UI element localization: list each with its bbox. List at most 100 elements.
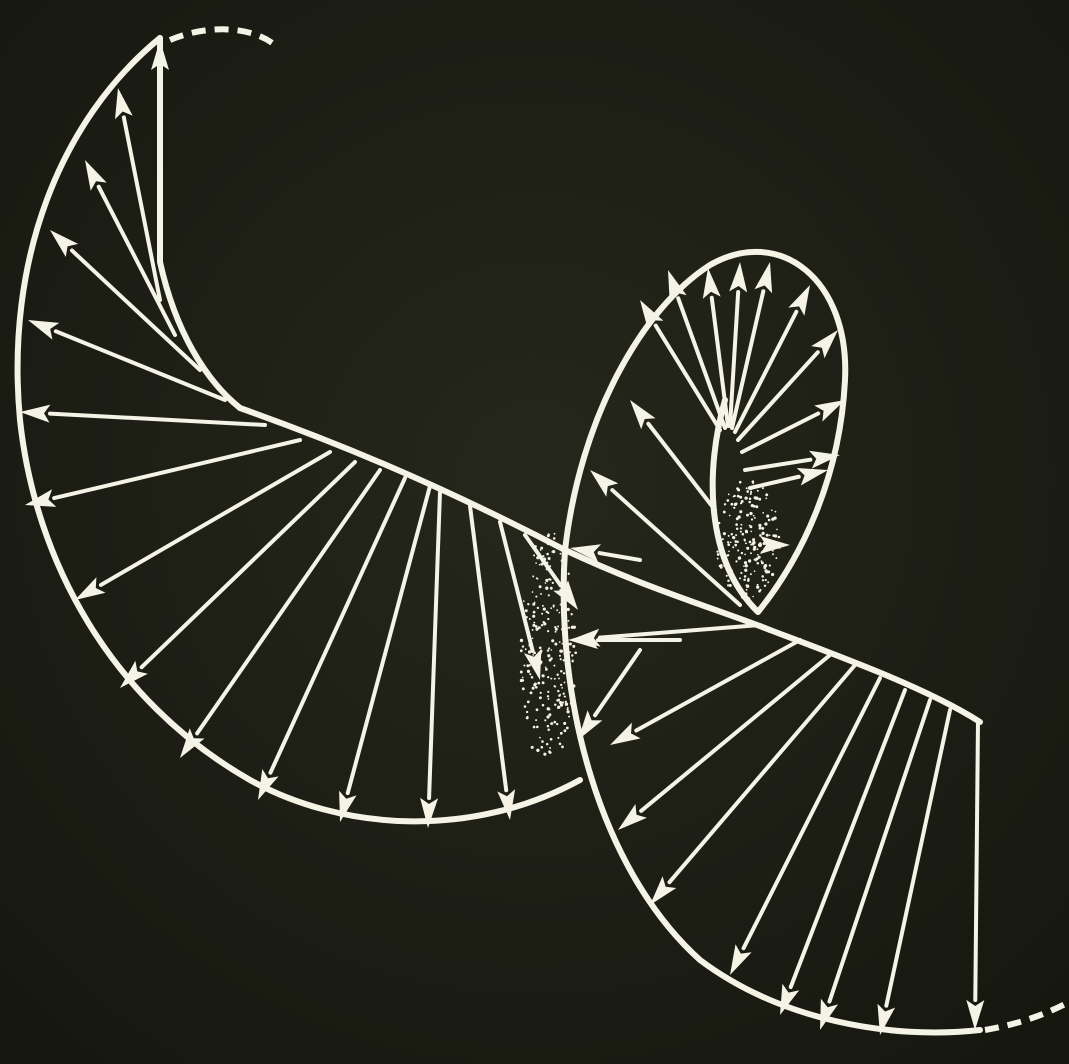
stipple-dot [746,547,749,550]
stipple-dot [732,536,735,539]
stipple-dot [525,609,528,612]
stipple-dot [762,579,764,581]
stipple-dot [520,649,523,652]
stipple-dot [740,572,742,574]
stipple-dot [532,615,535,618]
stipple-dot [775,511,777,513]
stipple-dot [746,589,748,591]
stipple-dot [749,498,752,501]
stipple-dot [758,498,761,501]
stipple-dot [566,710,569,713]
stipple-dot [545,582,547,584]
stipple-dot [562,701,564,703]
stipple-dot [548,594,550,596]
stipple-dot [536,708,539,711]
stipple-dot [554,642,557,645]
stipple-dot [548,578,550,580]
stipple-dot [527,701,530,704]
stipple-dot [744,561,747,564]
stipple-dot [537,607,539,609]
stipple-dot [752,482,754,484]
stipple-dot [543,622,546,625]
stipple-dot [567,708,569,710]
stipple-dot [556,673,558,675]
stipple-dot [772,553,774,555]
stipple-dot [749,541,752,544]
stipple-dot [747,578,749,580]
stipple-dot [522,677,524,679]
stipple-dot [561,746,564,749]
stipple-dot [563,693,565,695]
stipple-dot [547,612,549,614]
stipple-dot [765,571,768,574]
stipple-dot [761,527,764,530]
stipple-dot [550,587,553,590]
stipple-dot [574,651,577,654]
stipple-dot [559,612,561,614]
stipple-dot [740,531,742,533]
stipple-dot [728,494,730,496]
stipple-dot [761,561,764,564]
stipple-dot [534,602,536,604]
stipple-dot [558,695,560,697]
stipple-dot [759,527,762,530]
stipple-dot [553,665,555,667]
stipple-dot [540,593,542,595]
stipple-dot [548,698,550,700]
stipple-dot [547,729,550,732]
stipple-dot [776,529,778,531]
stipple-dot [528,650,531,653]
stipple-dot [745,530,747,532]
stipple-dot [744,496,747,499]
stipple-dot [532,687,535,690]
stipple-dot [566,727,569,730]
stipple-dot [532,591,534,593]
stipple-dot [765,579,767,581]
stipple-dot [522,645,524,647]
stipple-dot [752,596,754,598]
stipple-dot [740,527,742,529]
stipple-dot [740,502,742,504]
stipple-dot [552,582,554,584]
stipple-dot [738,556,741,559]
stipple-dot [535,596,537,598]
stipple-dot [746,490,749,493]
stipple-dot [552,550,555,553]
stipple-dot [739,481,742,484]
stipple-dot [752,543,755,546]
stipple-dot [723,511,725,513]
stipple-dot [557,707,559,709]
stipple-dot [547,630,549,632]
stipple-dot [571,654,573,656]
stipple-dot [761,575,764,578]
stipple-dot [550,738,553,741]
stipple-dot [520,671,523,674]
stipple-dot [550,678,552,680]
stipple-dot [768,519,771,522]
stipple-dot [536,577,538,579]
stipple-dot [717,553,720,556]
stipple-dot [774,534,777,537]
stipple-dot [541,746,544,749]
stipple-dot [737,515,740,518]
stipple-dot [558,677,560,679]
stipple-dot [766,534,769,537]
stipple-dot [537,682,540,685]
stipple-dot [765,493,768,496]
stipple-dot [756,586,759,589]
stipple-dot [555,631,557,633]
stipple-dot [573,626,575,628]
stipple-dot [522,687,525,690]
stipple-dot [557,690,559,692]
stipple-dot [532,654,534,656]
stipple-dot [533,622,535,624]
stipple-dot [567,608,570,611]
stipple-dot [545,667,547,669]
stipple-dot [530,691,533,694]
stipple-dot [543,753,546,756]
stipple-dot [539,646,542,649]
stipple-dot [544,719,546,721]
stipple-dot [529,618,531,620]
stipple-dot [526,716,529,719]
stipple-dot [750,573,752,575]
